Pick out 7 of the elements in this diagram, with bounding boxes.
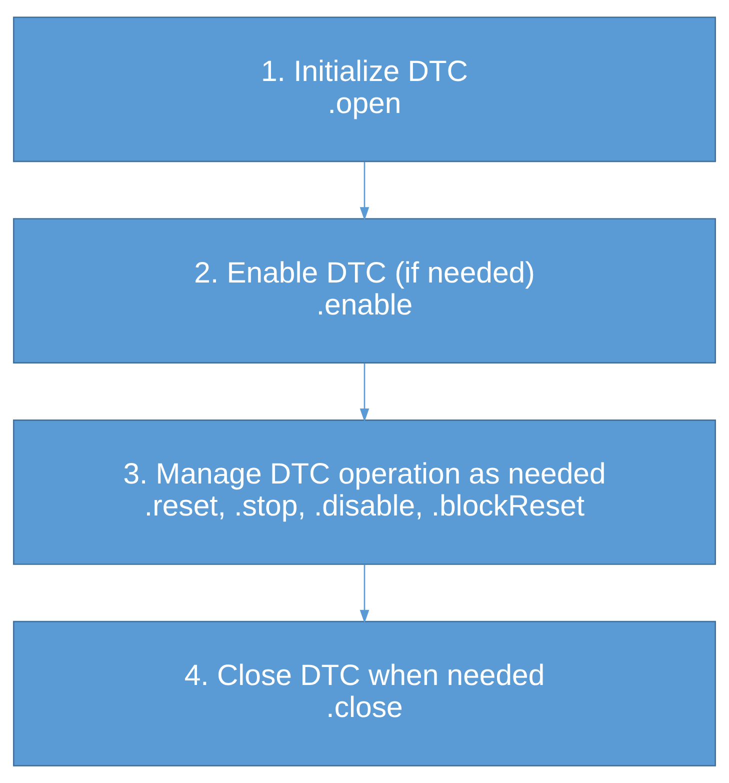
node-box: 2. Enable DTC (if needed) .enable	[13, 218, 716, 364]
node-box: 4. Close DTC when needed .close	[13, 620, 716, 766]
arrow	[360, 363, 370, 422]
node-box: 1. Initialize DTC .open	[13, 16, 716, 162]
arrow	[360, 564, 370, 624]
arrow	[360, 162, 370, 220]
node-box: 3. Manage DTC operation as needed .reset, .stop, .disable, .blockReset	[13, 420, 716, 565]
